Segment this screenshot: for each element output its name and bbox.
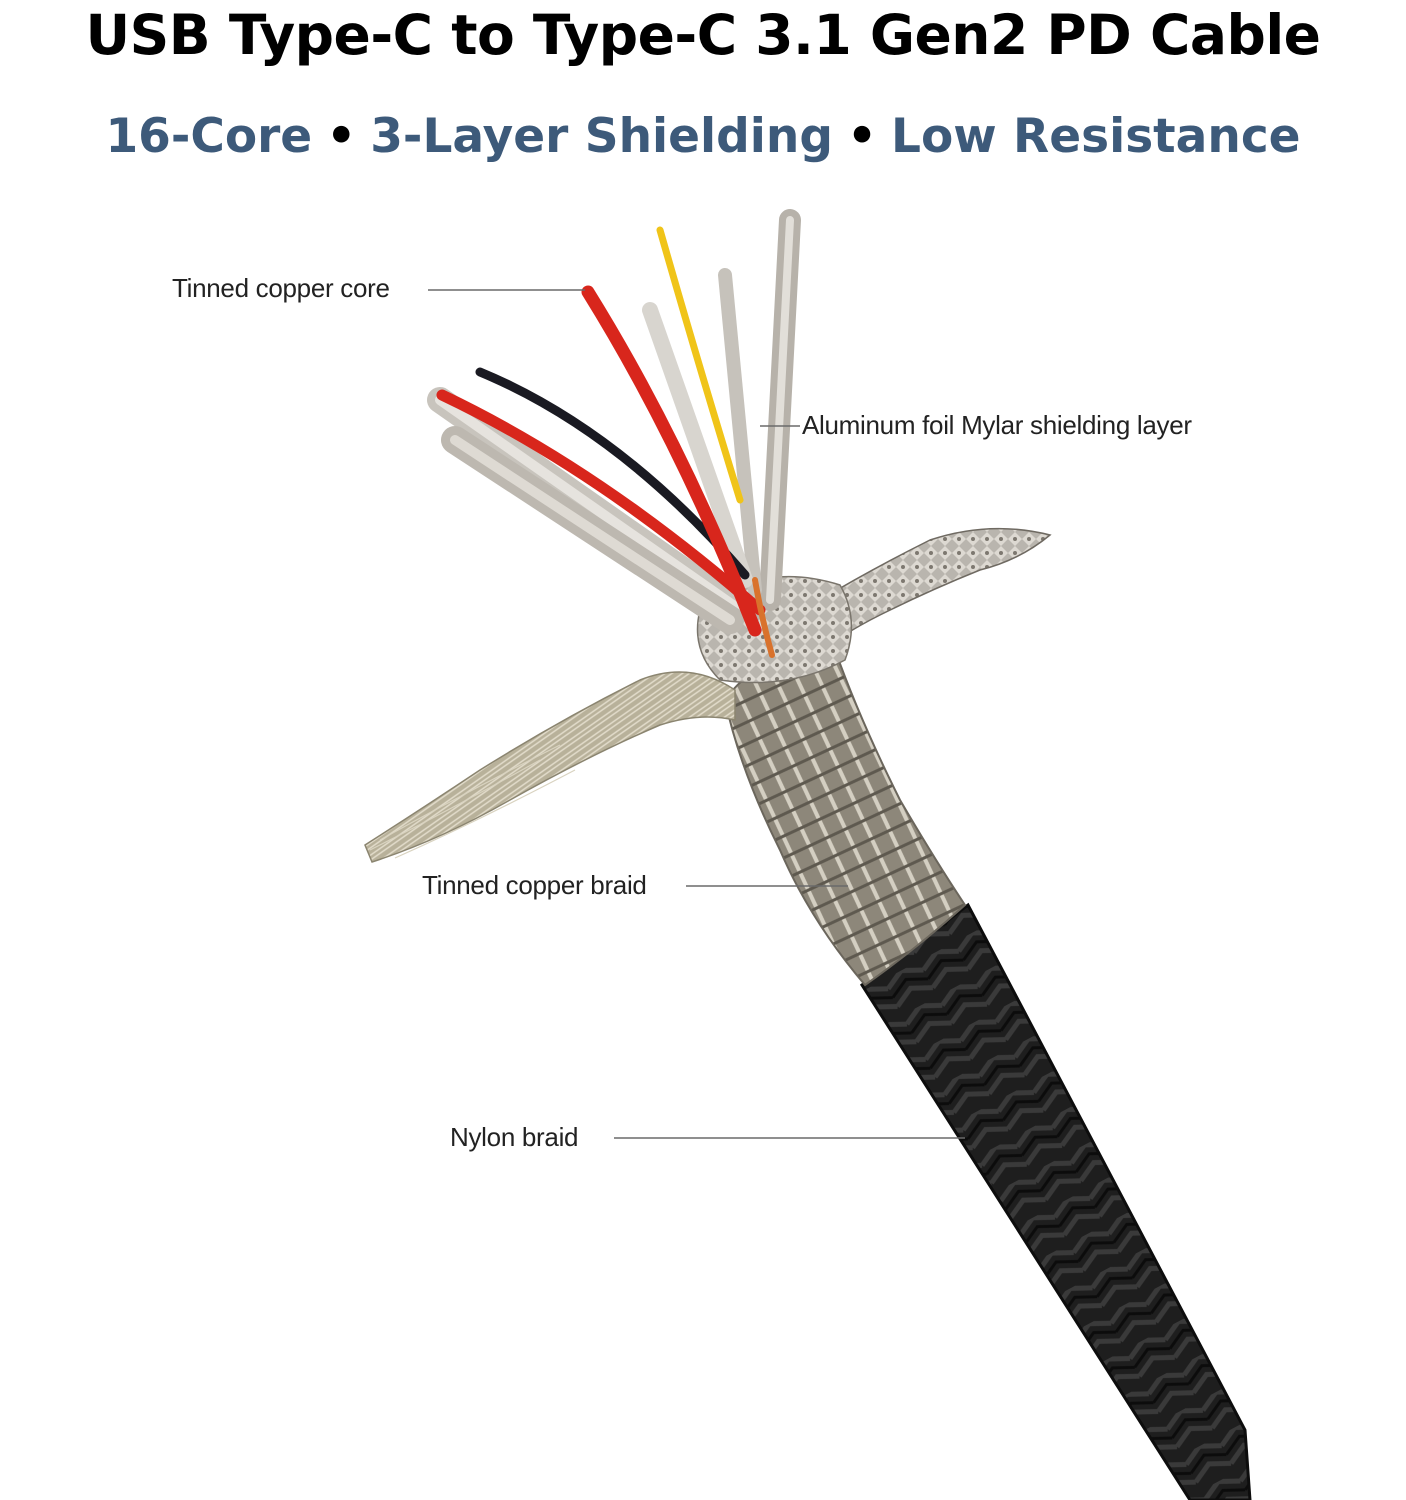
page-title: USB Type-C to Type-C 3.1 Gen2 PD Cable (85, 3, 1322, 67)
separator-dot: • (846, 109, 878, 164)
callout-tinned-copper-core: Tinned copper core (172, 273, 390, 303)
feature-shielding: 3-Layer Shielding (370, 109, 833, 164)
callout-aluminum-foil-shielding: Aluminum foil Mylar shielding layer (802, 410, 1192, 440)
nylon-jacket (859, 902, 1252, 1500)
frayed-braid-strand (364, 671, 736, 863)
colored-wires (436, 226, 775, 658)
copper-braid-sleeve (723, 648, 967, 987)
feature-list: 16-Core•3-Layer Shielding•Low Resistance (0, 107, 1406, 167)
feature-resistance: Low Resistance (891, 109, 1301, 164)
feature-cores: 16-Core (105, 109, 313, 164)
callout-nylon-braid: Nylon braid (450, 1122, 579, 1152)
foil-conductors (427, 209, 801, 634)
separator-dot: • (326, 109, 357, 164)
foil-flap-right (819, 527, 1052, 647)
leader-lines (428, 289, 965, 1139)
callout-tinned-copper-braid: Tinned copper braid (422, 870, 647, 900)
